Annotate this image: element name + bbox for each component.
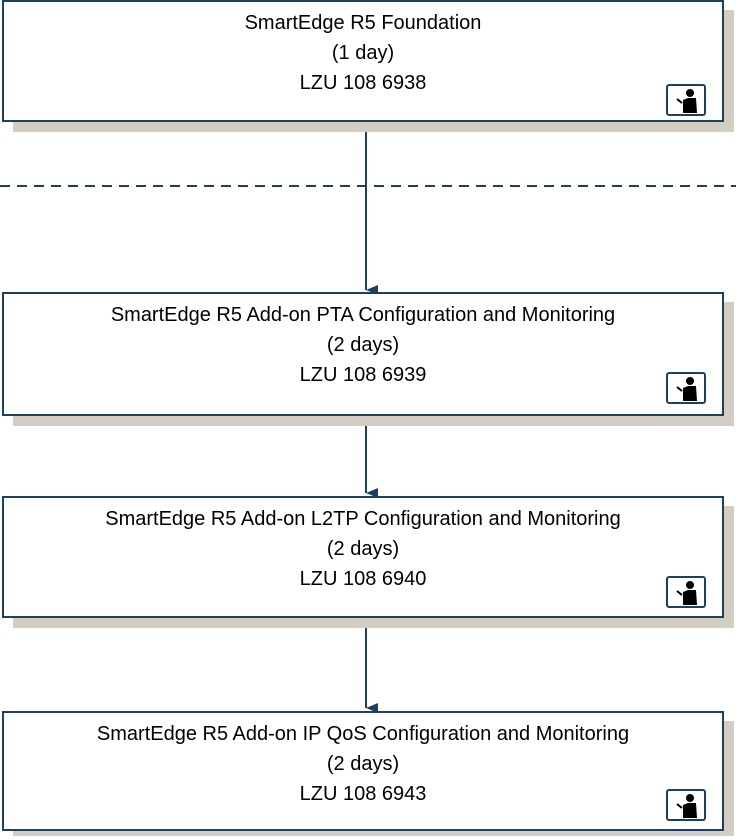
course-code: LZU 108 6938 (299, 72, 427, 94)
course-box-pta: SmartEdge R5 Add-on PTA Configuration an… (2, 292, 724, 416)
instructor-led-icon (666, 576, 706, 608)
instructor-led-icon (666, 372, 706, 404)
course-duration: (2 days) (326, 753, 400, 775)
course-code: LZU 108 6939 (299, 364, 427, 386)
course-box-ip-qos: SmartEdge R5 Add-on IP QoS Configuration… (2, 711, 724, 831)
course-title: SmartEdge R5 Add-on IP QoS Configuration… (96, 723, 630, 745)
instructor-led-icon (666, 789, 706, 821)
course-duration: (2 days) (326, 538, 400, 560)
course-title: SmartEdge R5 Add-on PTA Configuration an… (110, 304, 616, 326)
course-code: LZU 108 6943 (299, 783, 427, 805)
instructor-led-icon (666, 84, 706, 116)
course-code: LZU 108 6940 (299, 568, 427, 590)
course-duration: (1 day) (331, 42, 395, 64)
course-box-foundation: SmartEdge R5 Foundation (1 day) LZU 108 … (2, 0, 724, 122)
course-box-l2tp: SmartEdge R5 Add-on L2TP Configuration a… (2, 496, 724, 618)
course-title: SmartEdge R5 Foundation (244, 12, 482, 34)
course-title: SmartEdge R5 Add-on L2TP Configuration a… (105, 508, 621, 530)
course-duration: (2 days) (326, 334, 400, 356)
